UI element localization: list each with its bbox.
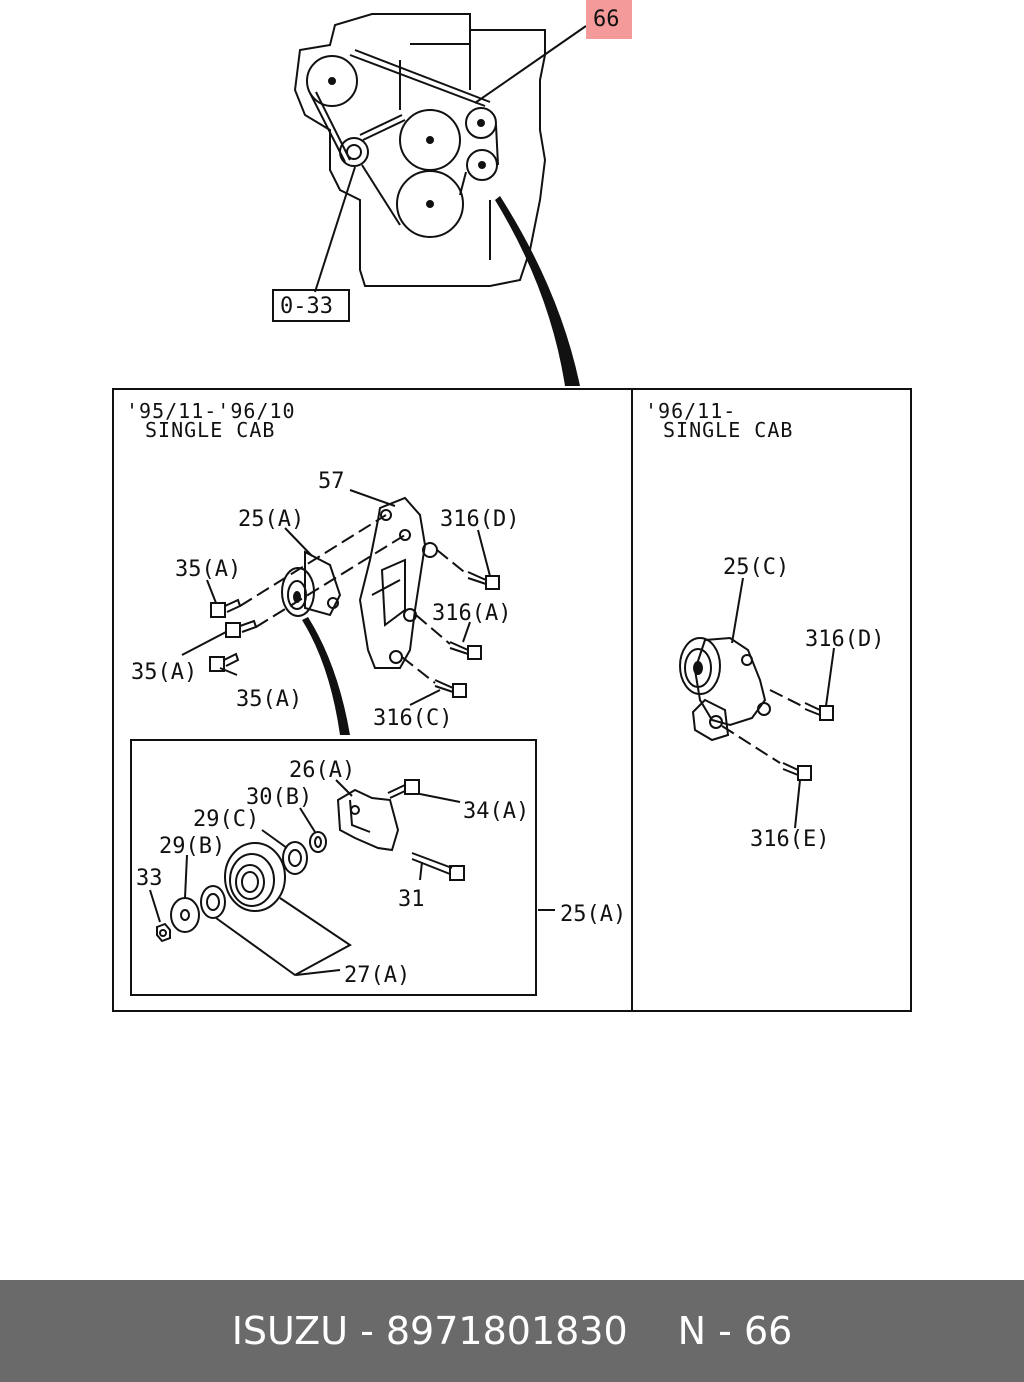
leaders-right [731, 577, 835, 829]
label-25a-side: 25(A) [560, 902, 626, 927]
label-30b: 30(B) [246, 785, 312, 810]
bolt-35a-mid [225, 619, 258, 638]
bolt-316d-right [804, 702, 834, 721]
label-25a: 25(A) [238, 507, 304, 532]
bolt-316e [782, 762, 812, 781]
leaders-detail [149, 779, 555, 977]
drive-belt [309, 49, 499, 226]
pointer-arrow-detail [302, 617, 350, 735]
bolt-316a [449, 641, 482, 660]
label-27a: 27(A) [344, 963, 410, 988]
bolt-316c [434, 679, 467, 698]
callout-66-highlight [586, 0, 632, 39]
nut-33 [156, 922, 171, 943]
bolt-35a-top [210, 598, 242, 618]
engine-pulleys [306, 55, 498, 238]
footer-bar: ISUZU - 8971801830 N - 66 [0, 1280, 1024, 1382]
left-panel-date: '95/11-'96/10 [126, 399, 296, 423]
label-33: 33 [136, 866, 163, 891]
label-316a: 316(A) [432, 601, 511, 626]
leaders-left [181, 489, 491, 706]
label-57: 57 [318, 469, 345, 494]
label-316e: 316(E) [750, 827, 829, 852]
label-25c: 25(C) [723, 555, 789, 580]
pulley-27a [224, 842, 286, 912]
left-panel-cab: SINGLE CAB [145, 418, 275, 442]
leader-0-33 [314, 166, 356, 293]
bolt-35a-bot [209, 652, 240, 672]
label-316c: 316(C) [373, 706, 452, 731]
engine-outline [293, 13, 547, 287]
leader-66 [474, 25, 587, 104]
bracket-26a [336, 788, 400, 852]
label-29c: 29(C) [193, 807, 259, 832]
label-35a-mid: 35(A) [131, 660, 197, 685]
callout-66: 66 [593, 7, 620, 32]
label-29b: 29(B) [159, 834, 225, 859]
label-316d-right: 316(D) [805, 627, 884, 652]
pointer-arrow-main [495, 196, 580, 386]
label-35a-top: 35(A) [175, 557, 241, 582]
label-316d-left: 316(D) [440, 507, 519, 532]
assembly-centerlines-right [721, 689, 803, 764]
washer-29c [282, 841, 308, 875]
label-34a: 34(A) [463, 799, 529, 824]
right-panel-cab: SINGLE CAB [663, 418, 793, 442]
callout-0-33-box [272, 289, 350, 322]
bolt-31 [411, 852, 465, 881]
main-frame [112, 388, 912, 1012]
bearing-27a [200, 885, 226, 919]
bolt-34a [387, 779, 420, 799]
footer-page: N - 66 [677, 1309, 793, 1353]
bolt-316d-left [467, 571, 500, 590]
label-35a-bot: 35(A) [236, 687, 302, 712]
callout-0-33: 0-33 [280, 294, 333, 319]
tensioner-25c [679, 636, 771, 742]
assembly-centerlines [239, 514, 469, 684]
detail-frame [130, 739, 537, 996]
spacer-30b [309, 831, 327, 853]
footer-brand-part: ISUZU - 8971801830 [231, 1309, 628, 1353]
label-31: 31 [398, 887, 425, 912]
label-26a: 26(A) [289, 758, 355, 783]
parts-diagram: 66 0-33 '95/11-'96/10 SINGLE CAB '96/11-… [112, 0, 912, 1012]
bracket-57 [358, 496, 438, 669]
right-panel-date: '96/11- [645, 399, 736, 423]
washer-29b [170, 897, 200, 933]
